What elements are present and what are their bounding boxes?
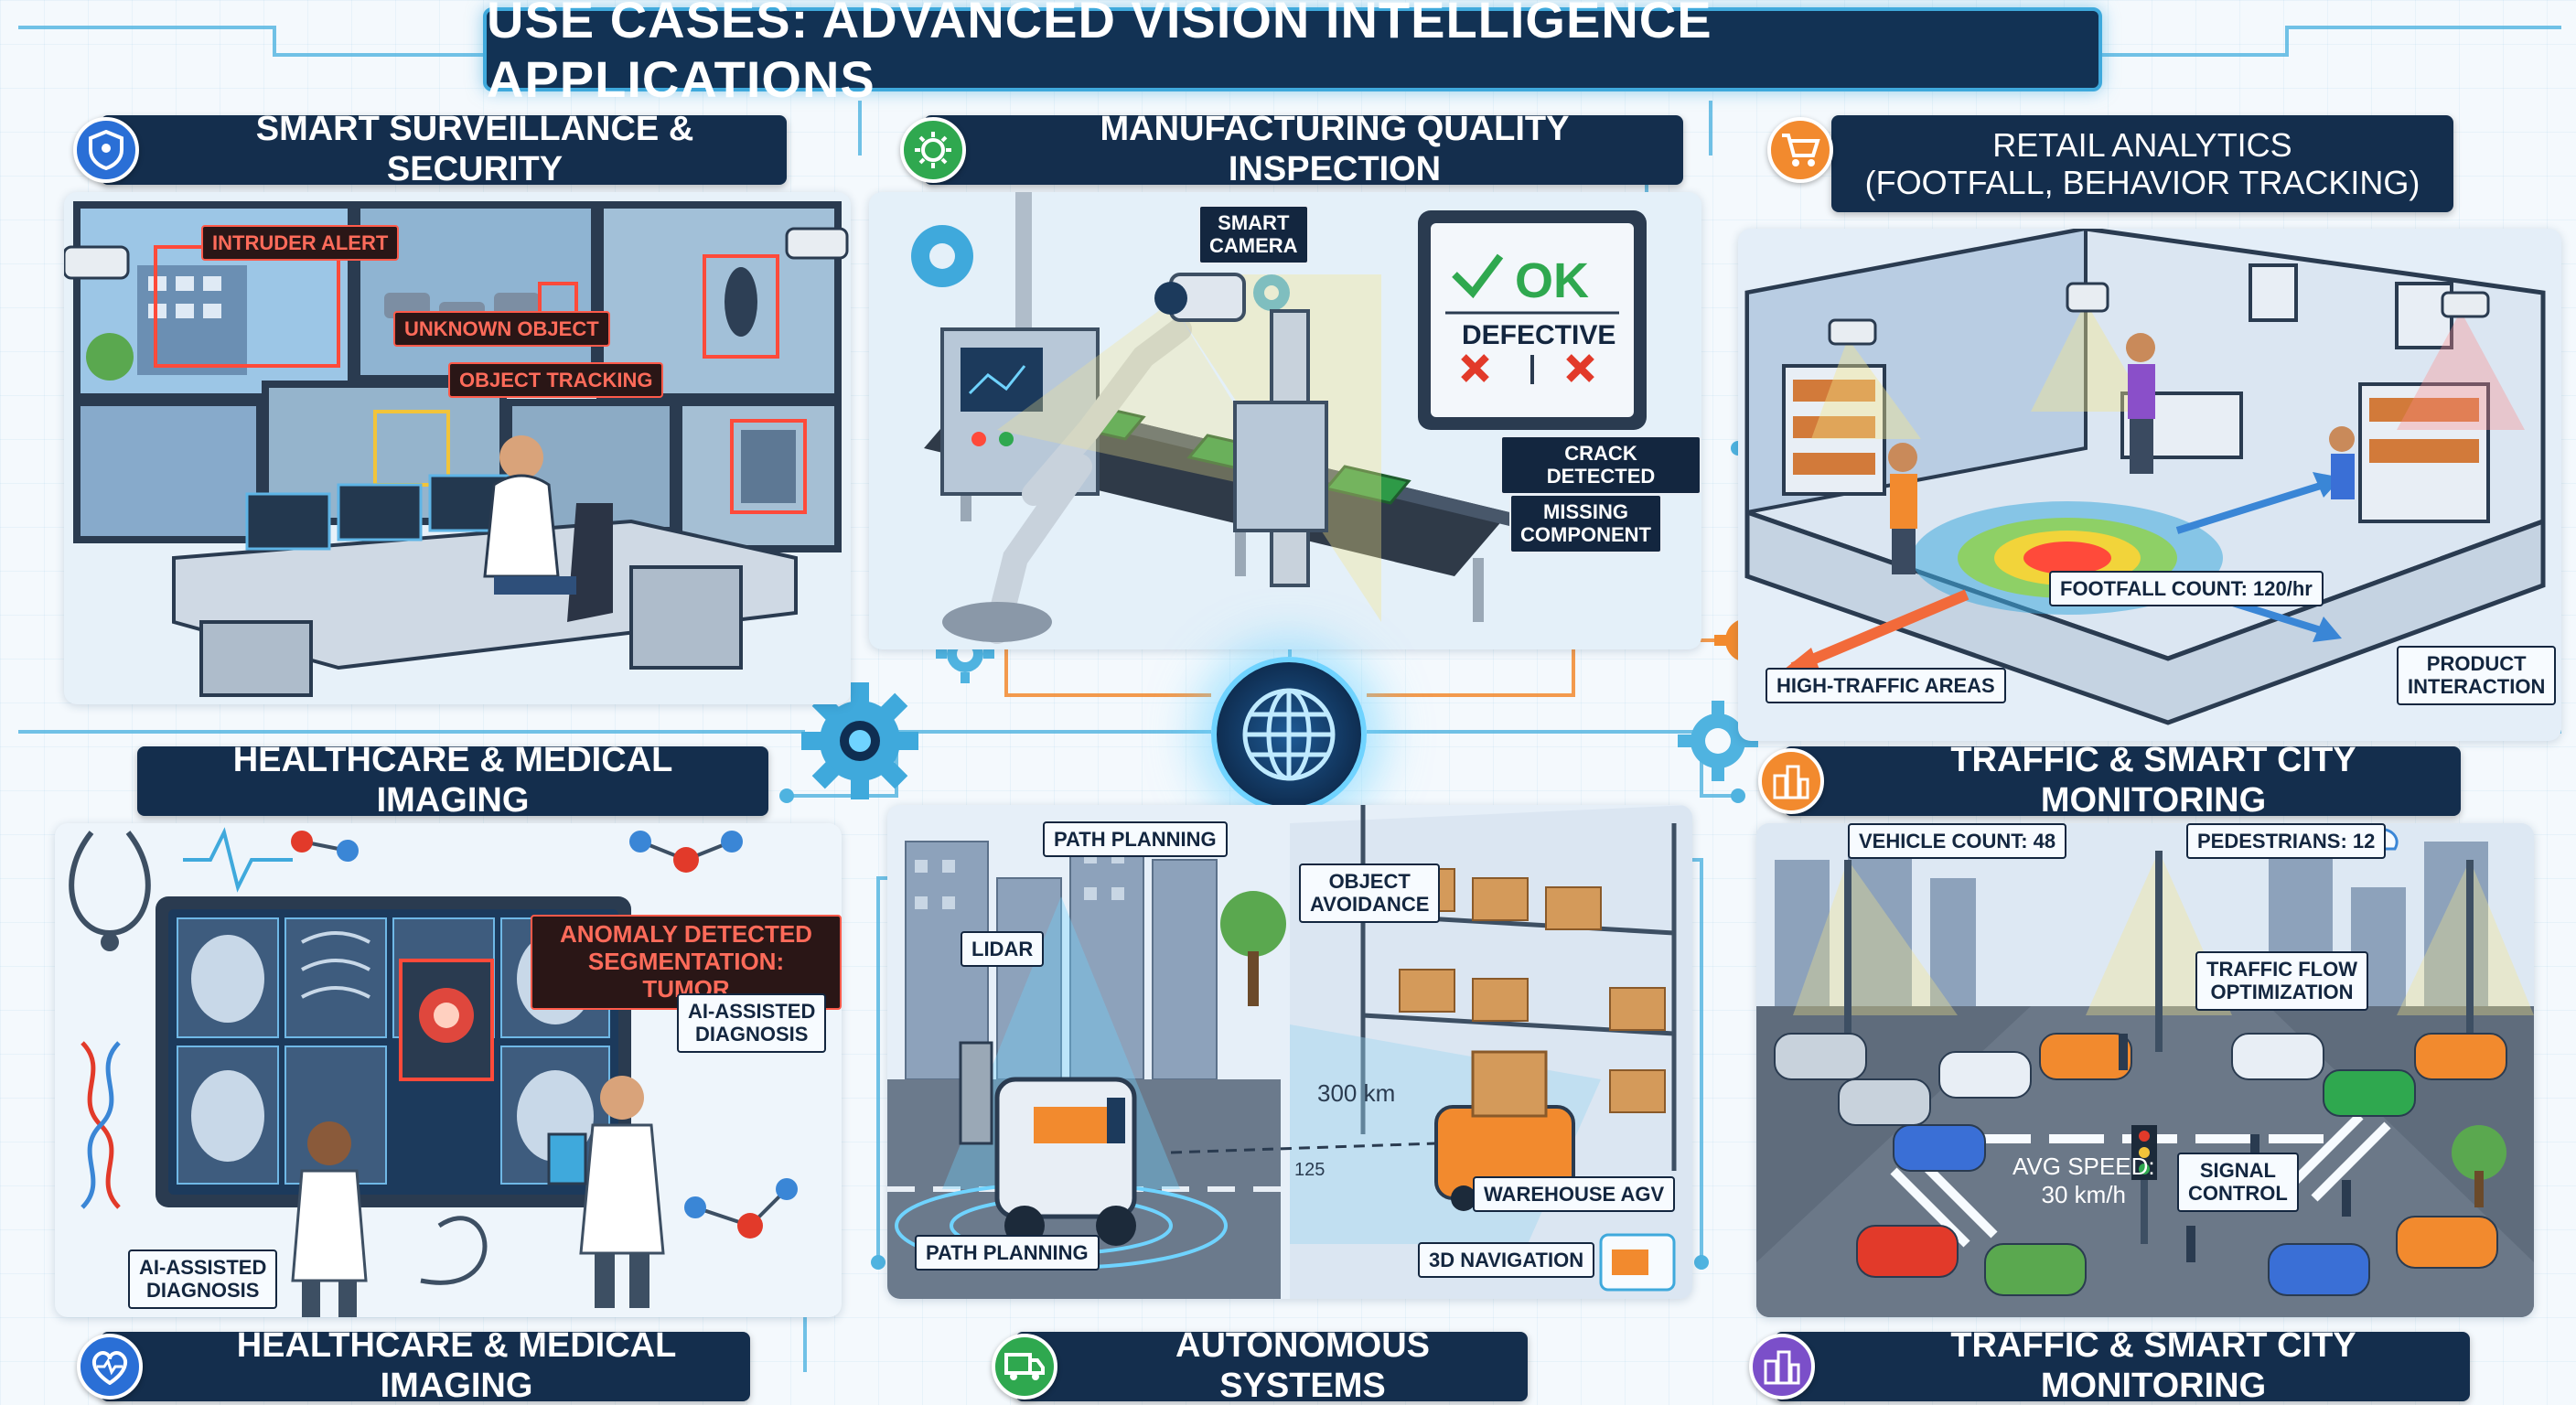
section-title-autonomous: AUTONOMOUS SYSTEMS: [1015, 1326, 1528, 1405]
globe-icon: [1242, 688, 1336, 781]
label-product-interaction: PRODUCT INTERACTION: [2397, 646, 2557, 705]
label-missing-component: MISSING COMPONENT: [1509, 494, 1662, 553]
label-ok: OK: [1515, 253, 1589, 308]
label-path-planning-top: PATH PLANNING: [1043, 821, 1228, 858]
retail-panel: FOOTFALL COUNT: 120/hr HIGH-TRAFFIC AREA…: [1738, 229, 2561, 741]
truck-icon: [992, 1334, 1057, 1400]
globe-hub: [1211, 657, 1367, 812]
label-footfall-count: FOOTFALL COUNT: 120/hr: [2049, 571, 2324, 607]
label-object-tracking: OBJECT TRACKING: [448, 362, 664, 399]
label-3d-navigation: 3D NAVIGATION: [1418, 1242, 1595, 1279]
manufacturing-panel: SMART CAMERA OK DEFECTIVE CRACK DETECTED…: [869, 192, 1701, 649]
city-icon: [1758, 748, 1824, 814]
section-title-manufacturing: MANUFACTURING QUALITY INSPECTION: [924, 110, 1683, 188]
label-high-traffic-areas: HIGH-TRAFFIC AREAS: [1766, 668, 2006, 704]
cart-icon: [1767, 117, 1833, 183]
label-ai-diagnosis-right: AI-ASSISTED DIAGNOSIS: [677, 993, 827, 1053]
label-vehicle-count: VEHICLE COUNT: 48: [1848, 823, 2067, 860]
label-distance: 300 km: [1317, 1079, 1396, 1107]
label-path-planning-bottom: PATH PLANNING: [915, 1235, 1100, 1271]
label-signal-control: SIGNAL CONTROL: [2177, 1153, 2299, 1212]
page-title: USE CASES: ADVANCED VISION INTELLIGENCE …: [483, 0, 2102, 108]
section-title-surveillance: SMART SURVEILLANCE & SECURITY: [101, 110, 787, 188]
section-title-healthcare-top: HEALTHCARE & MEDICAL IMAGING: [137, 741, 768, 820]
section-title-healthcare-bottom: HEALTHCARE & MEDICAL IMAGING: [101, 1326, 750, 1405]
label-crack-detected: CRACK DETECTED: [1500, 435, 1701, 495]
label-ai-diagnosis-left: AI-ASSISTED DIAGNOSIS: [128, 1249, 278, 1309]
label-traffic-flow: TRAFFIC FLOW OPTIMIZATION: [2195, 951, 2368, 1011]
label-intruder-alert: INTRUDER ALERT: [201, 225, 400, 262]
city-icon: [1749, 1334, 1815, 1400]
gear-icon: [801, 682, 918, 799]
label-object-avoidance: OBJECT AVOIDANCE: [1299, 863, 1441, 923]
healthcare-panel: ANOMALY DETECTED SEGMENTATION: TUMOR AI-…: [55, 823, 842, 1317]
label-smart-camera: SMART CAMERA: [1198, 205, 1309, 264]
label-avg-speed: AVG SPEED: 30 km/h: [2012, 1153, 2155, 1208]
label-lidar: LIDAR: [961, 931, 1045, 968]
shield-icon: [73, 117, 139, 183]
section-title-traffic-top: TRAFFIC & SMART CITY MONITORING: [1784, 741, 2461, 820]
label-warehouse-agv: WAREHOUSE AGV: [1473, 1176, 1676, 1213]
label-defective: DEFECTIVE: [1462, 320, 1616, 350]
label-scale: 125: [1294, 1160, 1326, 1180]
traffic-panel: VEHICLE COUNT: 48 PEDESTRIANS: 12 TRAFFI…: [1756, 823, 2534, 1317]
autonomous-panel: PATH PLANNING LIDAR OBJECT AVOIDANCE 300…: [887, 805, 1692, 1299]
surveillance-panel: INTRUDER ALERT UNKNOWN OBJECT OBJECT TRA…: [64, 192, 851, 704]
section-title-traffic-bottom: TRAFFIC & SMART CITY MONITORING: [1775, 1326, 2470, 1405]
label-unknown-object: UNKNOWN OBJECT: [393, 311, 610, 348]
gear-icon: [900, 117, 966, 183]
heartbeat-icon: [77, 1334, 143, 1400]
label-pedestrians: PEDESTRIANS: 12: [2186, 823, 2387, 860]
section-title-retail: RETAIL ANALYTICS (FOOTFALL, BEHAVIOR TRA…: [1831, 115, 2453, 212]
